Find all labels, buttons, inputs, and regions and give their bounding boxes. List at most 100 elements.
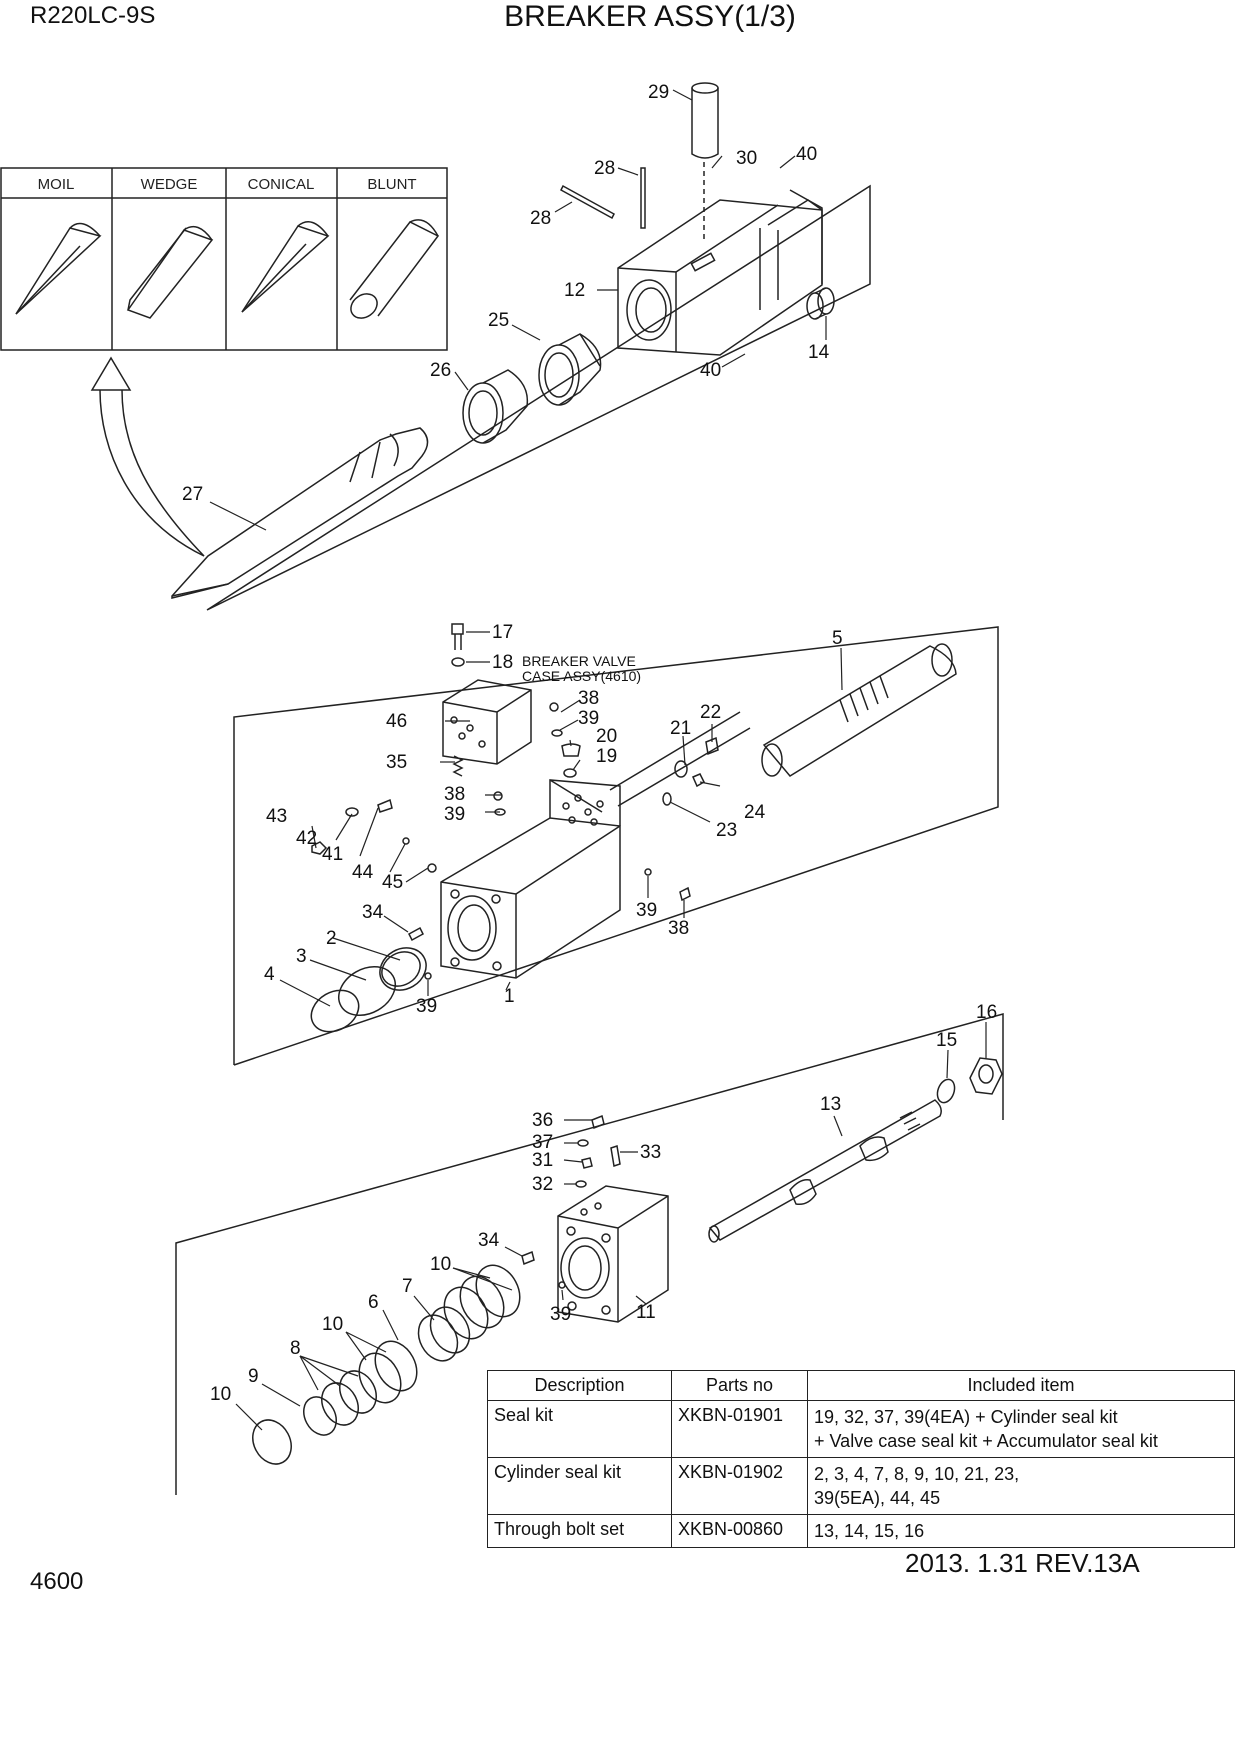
callout-34: 34 xyxy=(478,1230,500,1251)
row-included: 2, 3, 4, 7, 8, 9, 10, 21, 23, 39(5EA), 4… xyxy=(807,1457,1235,1515)
callout-33: 33 xyxy=(640,1142,661,1163)
callout-6: 6 xyxy=(368,1292,379,1313)
blunt-tip-icon xyxy=(349,219,440,319)
included-line: + Valve case seal kit + Accumulator seal… xyxy=(814,1431,1158,1451)
included-line: 19, 32, 37, 39(4EA) + Cylinder seal kit xyxy=(814,1407,1118,1427)
callout-9: 9 xyxy=(248,1366,259,1387)
callout-43: 43 xyxy=(266,806,287,827)
part-13-through-bolt xyxy=(708,1099,942,1243)
row-included: 19, 32, 37, 39(4EA) + Cylinder seal kit … xyxy=(807,1400,1235,1458)
tool-types-panel: MOIL WEDGE CONICAL BLUNT xyxy=(0,167,448,351)
part-11-back-head xyxy=(557,1185,669,1323)
callout-38: 38 xyxy=(444,784,465,805)
part-12-front-head xyxy=(617,189,823,356)
part-1-cylinder xyxy=(440,711,751,979)
table-row: Seal kit XKBN-01901 19, 32, 37, 39(4EA) … xyxy=(487,1400,1235,1458)
callout-45: 45 xyxy=(382,872,403,893)
callout-8: 8 xyxy=(290,1338,301,1359)
callout-39: 39 xyxy=(578,708,599,729)
callout-36: 36 xyxy=(532,1110,553,1131)
callout-13: 13 xyxy=(820,1094,841,1115)
callout-34: 34 xyxy=(362,902,384,923)
row-description: Through bolt set xyxy=(487,1514,672,1548)
callout-32: 32 xyxy=(532,1174,553,1195)
callout-20: 20 xyxy=(596,726,617,747)
callout-35: 35 xyxy=(386,752,407,773)
valve-case-note-1: BREAKER VALVE xyxy=(522,653,636,669)
col-parts-no: Parts no xyxy=(671,1370,808,1401)
part-5-piston xyxy=(761,643,957,777)
callout-11: 11 xyxy=(636,1302,656,1323)
callout-39: 39 xyxy=(550,1304,571,1325)
part-25-bush xyxy=(538,333,602,406)
wedge-tip-icon xyxy=(126,225,214,319)
part-17-bolt xyxy=(451,623,464,650)
callout-39: 39 xyxy=(444,804,465,825)
row-included: 13, 14, 15, 16 xyxy=(807,1514,1235,1548)
callout-16: 16 xyxy=(976,1002,997,1023)
callout-3: 3 xyxy=(296,946,307,967)
callout-10: 10 xyxy=(210,1384,231,1405)
callout-26: 26 xyxy=(430,360,451,381)
part-28-pins xyxy=(560,167,646,229)
kit-table: Description Parts no Included item Seal … xyxy=(487,1370,1235,1548)
callout-22: 22 xyxy=(700,702,721,723)
callout-10: 10 xyxy=(322,1314,343,1335)
part-35-spring xyxy=(452,755,464,777)
callout-5: 5 xyxy=(832,628,843,649)
model-name: R220LC-9S xyxy=(30,2,156,29)
callout-31: 31 xyxy=(532,1150,553,1171)
callout-38: 38 xyxy=(668,918,689,939)
col-included-item: Included item xyxy=(807,1370,1235,1401)
part-16-nut xyxy=(969,1057,1003,1095)
conical-tip-icon xyxy=(241,221,330,313)
valve-case-note-2: CASE ASSY(4610) xyxy=(522,668,641,684)
page-title: BREAKER ASSY(1/3) xyxy=(504,0,796,33)
callout-39: 39 xyxy=(416,996,437,1017)
callout-4: 4 xyxy=(264,964,275,985)
callout-21: 21 xyxy=(670,718,691,739)
callout-numbers: 29 30 40 28 28 12 25 26 40 14 27 17 18 B… xyxy=(182,82,997,1405)
part-18-washer xyxy=(451,657,465,667)
callout-23: 23 xyxy=(716,820,737,841)
callout-24: 24 xyxy=(744,802,766,823)
section2-frame xyxy=(233,626,999,1066)
callout-2: 2 xyxy=(326,928,337,949)
table-row: Cylinder seal kit XKBN-01902 2, 3, 4, 7,… xyxy=(487,1457,1235,1515)
tool-wedge-label: WEDGE xyxy=(141,176,198,193)
callout-46: 46 xyxy=(386,711,407,732)
callout-1: 1 xyxy=(504,986,515,1007)
row-description: Cylinder seal kit xyxy=(487,1457,672,1515)
callout-30: 30 xyxy=(736,148,757,169)
callout-40: 40 xyxy=(700,360,721,381)
callout-12: 12 xyxy=(564,280,585,301)
callout-10: 10 xyxy=(430,1254,451,1275)
callout-18: 18 xyxy=(492,652,513,673)
callout-42: 42 xyxy=(296,828,317,849)
moil-tip-icon xyxy=(15,222,102,315)
callout-41: 41 xyxy=(322,844,343,865)
part-15-ring xyxy=(936,1078,956,1104)
part-46-valve-case xyxy=(442,679,532,765)
row-part-no: XKBN-00860 xyxy=(671,1514,808,1548)
callout-44: 44 xyxy=(352,862,374,883)
callout-27: 27 xyxy=(182,484,203,505)
callout-29: 29 xyxy=(648,82,669,103)
callout-25: 25 xyxy=(488,310,509,331)
row-description: Seal kit xyxy=(487,1400,672,1458)
tool-blunt-label: BLUNT xyxy=(367,176,416,193)
leader-lines xyxy=(209,89,987,1431)
section3-frame xyxy=(175,1013,1004,1495)
part-14-bushing xyxy=(806,287,835,320)
revision-date: 2013. 1.31 REV.13A xyxy=(905,1548,1140,1578)
callout-39: 39 xyxy=(636,900,657,921)
tool-moil-label: MOIL xyxy=(38,176,75,193)
callout-40: 40 xyxy=(796,144,817,165)
callout-38: 38 xyxy=(578,688,599,709)
kit-table-header: Description Parts no Included item xyxy=(487,1370,1235,1401)
part-27-chisel xyxy=(171,427,429,599)
section3-seals xyxy=(252,1264,521,1465)
tool-conical-label: CONICAL xyxy=(248,176,315,193)
callout-28: 28 xyxy=(594,158,615,179)
